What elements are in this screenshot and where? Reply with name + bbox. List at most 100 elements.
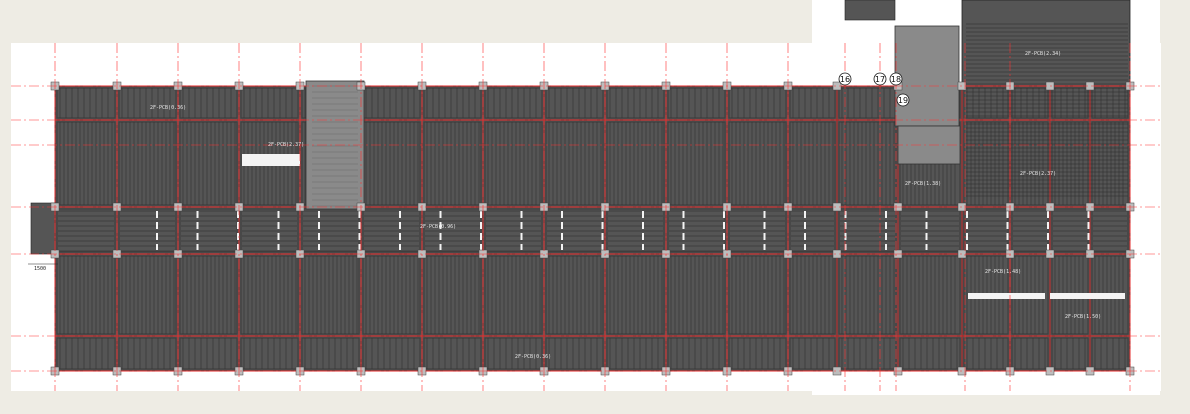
slab-label: 2F-PCB(2.34) [1025, 51, 1061, 57]
slab-panel [1051, 337, 1089, 370]
slab-panel [1091, 337, 1129, 370]
slab-panel [56, 208, 116, 253]
slab-panel [667, 87, 726, 119]
slab-panel [362, 337, 421, 370]
slab-panel [728, 121, 787, 206]
slab-panel [963, 337, 1009, 370]
slab-panel [1011, 337, 1049, 370]
slab-panel [728, 87, 787, 119]
slab-panel [56, 255, 116, 335]
axis-label: 16 [840, 75, 850, 84]
stair-treads [312, 85, 358, 207]
slab-panel [423, 208, 482, 253]
slab-panel [963, 208, 1009, 253]
slab-label: 2F-PCB(1.48) [985, 269, 1021, 275]
slab-label: 2F-PCB(2.37) [268, 142, 304, 148]
axis-bubble[interactable]: 17 [873, 72, 887, 86]
slab-panel [545, 121, 604, 206]
slab-panel [240, 208, 299, 253]
slab-panel [240, 337, 299, 370]
slab-panel [56, 87, 116, 119]
slab-panel [1011, 208, 1049, 253]
slab-panel [423, 337, 482, 370]
slab-panel [728, 208, 787, 253]
slab-panel [423, 121, 482, 206]
slab-panel [1091, 121, 1129, 206]
slab-panel [423, 87, 482, 119]
slab-label: 2F-PCB(1.50) [1065, 314, 1101, 320]
slab-top-stub [844, 0, 896, 21]
slab-panel [899, 255, 961, 335]
slab-panel [899, 337, 961, 370]
representative-labels: 2F-PCB(0.36) 2F-PCB(2.37) 2F-PCB(0.96) 2… [150, 51, 1101, 360]
slab-panel [667, 337, 726, 370]
slab-panel [362, 208, 421, 253]
slab-label: 2F-PCB(0.36) [150, 105, 186, 111]
slab-panel [606, 87, 665, 119]
slab-panel [667, 208, 726, 253]
slab-panel [1011, 121, 1049, 206]
axis-bubble[interactable]: 16 [838, 72, 852, 86]
slab-panel [179, 87, 238, 119]
axis-bubbles: 16 17 18 19 [838, 72, 910, 107]
slab-panel [545, 208, 604, 253]
slab-panel [728, 337, 787, 370]
slab-panel [484, 337, 543, 370]
slab-panel [362, 255, 421, 335]
slab-panel [789, 87, 836, 119]
slab-panel [484, 121, 543, 206]
axis-label: 19 [898, 96, 908, 105]
slab-panel [545, 87, 604, 119]
slab-panel [606, 255, 665, 335]
slab-panel [484, 255, 543, 335]
slab-panel [1051, 121, 1089, 206]
slab-panel [606, 121, 665, 206]
slab-panel [789, 208, 836, 253]
slab-panel [667, 255, 726, 335]
slab-panel [301, 337, 360, 370]
dimension-text: 1500 [34, 266, 46, 272]
axis-bubble[interactable]: 19 [896, 93, 910, 107]
slab-panel [728, 255, 787, 335]
slab-panel [545, 255, 604, 335]
slab-panel [606, 208, 665, 253]
slab-main [54, 85, 838, 372]
slab-panel [1091, 208, 1129, 253]
left-dimension: 1500 [28, 263, 58, 272]
slab-panel [606, 337, 665, 370]
slab-label: 2F-PCB(2.37) [1020, 171, 1056, 177]
slab-panel [179, 208, 238, 253]
slab-label: 2F-PCB(0.36) [515, 354, 551, 360]
slab-panel [240, 87, 299, 119]
axis-bubble[interactable]: 18 [889, 72, 903, 86]
slab-label: 2F-PCB(0.96) [420, 224, 456, 230]
slab-panel [179, 121, 238, 206]
slab-panel [667, 121, 726, 206]
slab-panel [484, 208, 543, 253]
slab-panel [240, 255, 299, 335]
slab-panel [484, 87, 543, 119]
slab-panel [179, 337, 238, 370]
slab-panel [838, 121, 897, 206]
slab-panel [545, 337, 604, 370]
slab-panel [118, 208, 177, 253]
slab-panel [56, 121, 116, 206]
slab-panel [789, 255, 836, 335]
slab-panel [423, 255, 482, 335]
slab-panel [301, 255, 360, 335]
slab-panel [56, 337, 116, 370]
slab-panel [899, 208, 961, 253]
axis-label: 18 [891, 75, 901, 84]
slab-label: 2F-PCB(1.38) [905, 181, 941, 187]
slab-panel [1051, 208, 1089, 253]
axis-label: 17 [875, 75, 885, 84]
rebar-marks [156, 154, 1125, 299]
stair-right-upper [894, 25, 960, 127]
slab-panel [118, 87, 177, 119]
slab-panel [963, 121, 1009, 206]
slab-panel [179, 255, 238, 335]
slab-panel [789, 121, 836, 206]
slab-panel [118, 337, 177, 370]
slab-panel [118, 121, 177, 206]
